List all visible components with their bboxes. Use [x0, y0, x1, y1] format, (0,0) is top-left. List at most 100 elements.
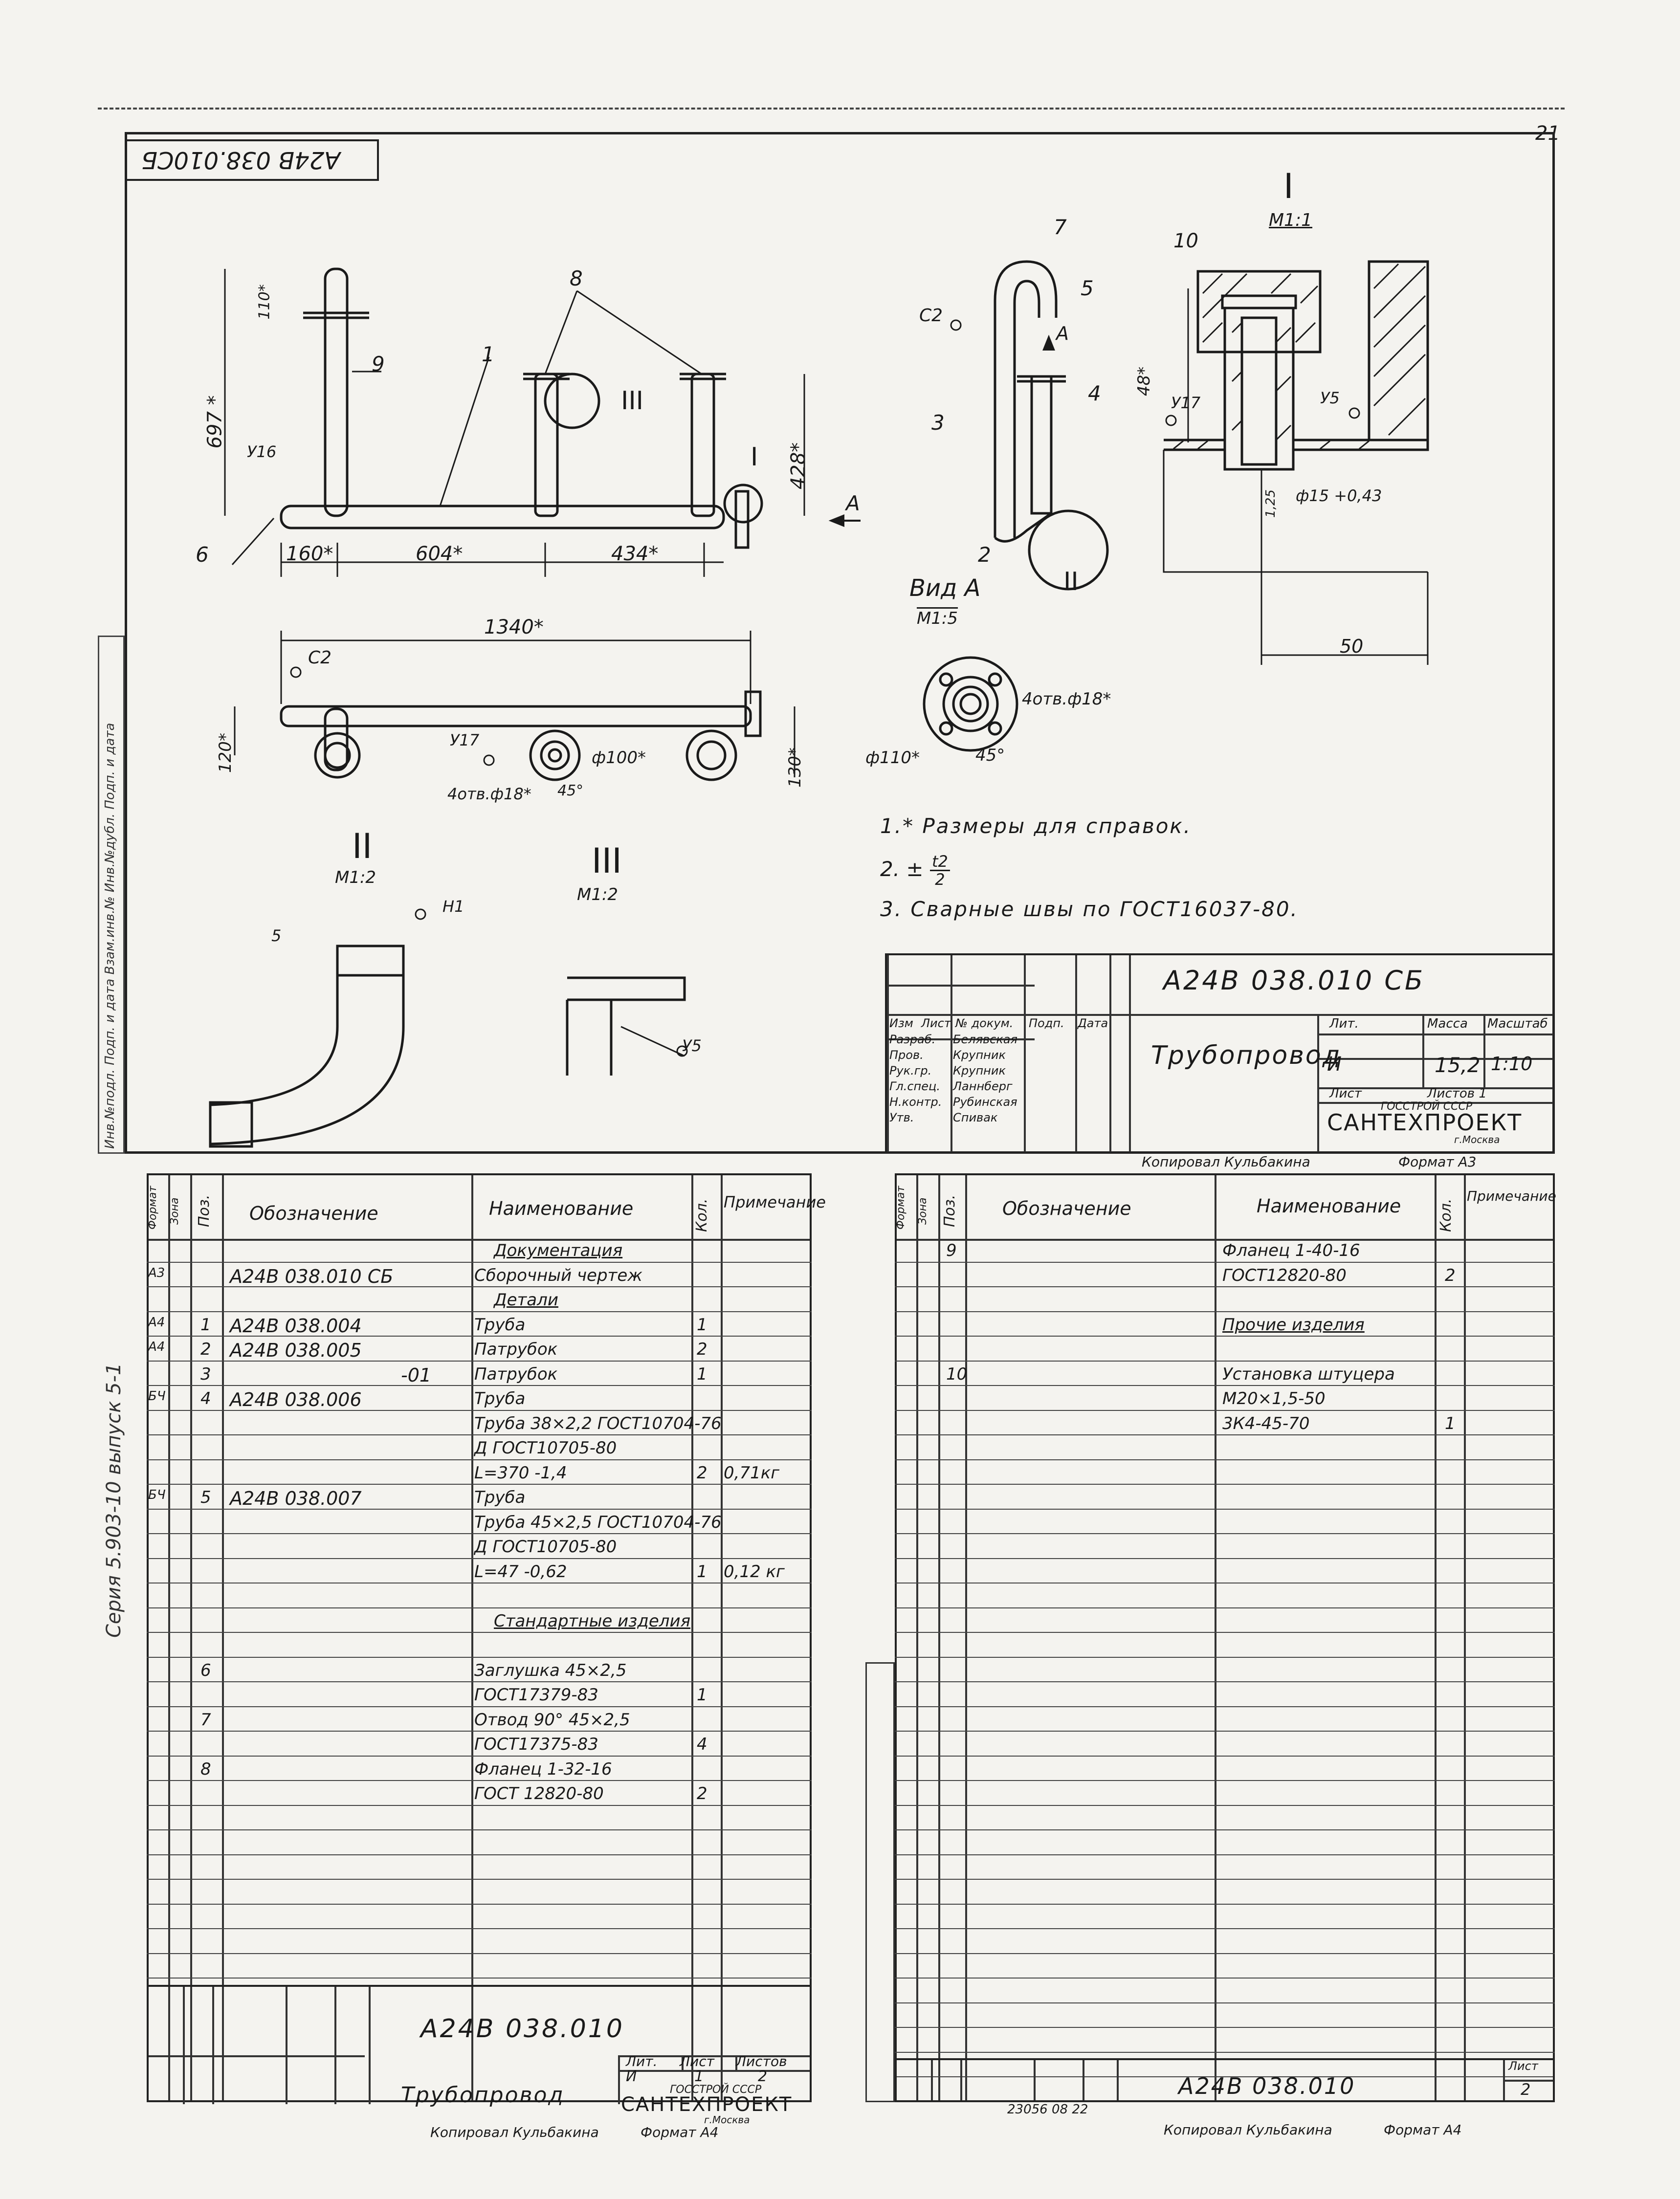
spec-right-rule [895, 1533, 1555, 1534]
spec-left-pos: 2 [200, 1340, 211, 1359]
spec-left-rule [147, 1731, 812, 1732]
spec-left-rule [147, 1311, 812, 1312]
drawing-frame [125, 132, 1555, 1154]
spec-left-fmt: А4 [148, 1315, 165, 1330]
weld-c2-side: С2 [919, 306, 943, 326]
spec-left-code: А24В 038.005 [230, 1340, 362, 1361]
tb-top-name-3: Ланнберг [953, 1079, 1013, 1093]
spec-right-rule [895, 1928, 1555, 1929]
note-2-denominator: 2 [935, 870, 945, 889]
spec-right-rule [895, 1854, 1555, 1855]
callout-8: 8 [570, 266, 583, 290]
spec-left-rule [147, 1533, 812, 1534]
spec-left-rule [147, 1829, 812, 1830]
spec-left-rule [147, 1706, 812, 1707]
spec-left-name: Д ГОСТ10705-80 [474, 1537, 617, 1557]
callout-I: I [751, 442, 758, 472]
doc-code-stamp: А24В 038.010СБ [125, 139, 379, 181]
dim-428: 428* [787, 442, 810, 490]
spec-left-name: Д ГОСТ10705-80 [474, 1438, 617, 1458]
spec-left-h-code: Обозначение [249, 1203, 378, 1224]
tb-top-sheet: Лист [1329, 1086, 1362, 1101]
tb-right-sheet-label: Лист [1508, 2059, 1538, 2073]
dim-697: 697 * [203, 395, 226, 449]
spec-right-rule [895, 1311, 1555, 1312]
tb-top-mass: 15,2 [1435, 1053, 1481, 1077]
tb-top-role-0: Разраб. [889, 1033, 936, 1046]
spec-right-h-name: Наименование [1257, 1195, 1401, 1217]
spec-right-rule [895, 1731, 1555, 1732]
spec-left-pos: 3 [200, 1364, 211, 1384]
callout-7: 7 [1054, 215, 1067, 239]
note-2-prefix: 2. ± [880, 857, 924, 881]
spec-left-h-note: Примечание [724, 1193, 826, 1211]
tb-top-role-sign: Подп. [1029, 1016, 1064, 1030]
dim-f15: ф15 +0,43 [1296, 486, 1382, 505]
dim-1-25: 1,25 [1263, 489, 1278, 518]
tb-top-name-4: Рубинская [953, 1095, 1017, 1109]
technical-drawing [209, 260, 1429, 1148]
spec-right-rule [895, 2051, 1555, 2053]
spec-left-note: 0,71кг [724, 1463, 780, 1483]
spec-right-pos: 10 [946, 1364, 968, 1384]
weld-u5-sec: У5 [1320, 389, 1340, 407]
spec-left-h-name: Наименование [489, 1198, 634, 1219]
spec-left-pos: 5 [200, 1488, 211, 1507]
spec-right-rule [895, 1879, 1555, 1880]
tb-left-format: Формат А4 [641, 2124, 719, 2140]
view-A-scale: М1:5 [917, 609, 958, 628]
dim-plan-f100: ф100* [592, 748, 646, 768]
spec-left-name: ГОСТ 12820-80 [474, 1784, 604, 1803]
spec-right-rule [895, 1385, 1555, 1386]
spec-right-rule [895, 1656, 1555, 1658]
spec-right-name: ГОСТ12820-80 [1222, 1265, 1347, 1285]
spec-right [895, 1173, 1555, 2102]
spec-right-name: 3К4-45-70 [1222, 1413, 1310, 1433]
weld-u17-plan: У17 [450, 731, 480, 749]
spec-left-name: Труба [474, 1389, 526, 1408]
tb-top-lit: И [1327, 1053, 1342, 1076]
spec-left-rule [147, 1336, 812, 1337]
spec-left-rule [147, 1879, 812, 1880]
spec-right-rule [895, 1755, 1555, 1757]
spec-left-rule [147, 1854, 812, 1855]
spec-left-rule [147, 1903, 812, 1905]
tb-top-scale-header: Масштаб [1487, 1016, 1548, 1031]
spec-right-pos: 9 [946, 1241, 957, 1260]
tb-left-sheet: 1 [694, 2068, 704, 2085]
spec-right-qty: 1 [1445, 1413, 1456, 1433]
spec-left-code: -01 [401, 1364, 432, 1386]
top-copied: Копировал Кульбакина [1142, 1154, 1310, 1170]
tb-left-sheet-label: Лист [680, 2053, 714, 2069]
spec-left-rule [147, 1508, 812, 1510]
spec-right-rule [895, 1706, 1555, 1707]
spec-left-rule [147, 1978, 812, 1979]
dim-604: 604* [416, 543, 463, 565]
spec-left-rule [147, 1434, 812, 1435]
spec-right-name: Прочие изделия [1222, 1315, 1365, 1335]
dim-160: 160* [286, 543, 333, 565]
dim-view-f110: ф110* [865, 748, 920, 768]
spec-left-rule [147, 1804, 812, 1806]
tb-left-code: А24В 038.010 [420, 2014, 624, 2044]
spec-left-qty: 4 [697, 1735, 707, 1754]
spec-left-qty: 2 [697, 1463, 707, 1483]
spec-left-h-pos: Поз. [196, 1194, 213, 1227]
callout-9: 9 [372, 352, 385, 376]
section-II-scale: М1:2 [335, 868, 376, 887]
spec-left-rule [147, 1409, 812, 1411]
tb-left-sheets: 2 [758, 2068, 768, 2085]
arrow-A-label: А [846, 491, 860, 515]
tb-right-sheet: 2 [1521, 2080, 1531, 2099]
spec-right-name: Фланец 1-40-16 [1222, 1241, 1360, 1260]
callout-6: 6 [196, 543, 209, 567]
spec-left-qty: 1 [697, 1364, 707, 1384]
weld-c2-plan: С2 [308, 648, 332, 668]
spec-left-name: Труба [474, 1488, 526, 1507]
spec-left-rule [147, 1953, 812, 1954]
tb-top-sheets: Листов 1 [1427, 1086, 1487, 1101]
note-2-fraction: t2 2 [929, 853, 950, 889]
tb-top-role-2: Рук.гр. [889, 1064, 932, 1078]
spec-left-code: А24В 038.010 СБ [230, 1265, 394, 1287]
spec-left-name: Сборочный чертеж [474, 1265, 642, 1285]
